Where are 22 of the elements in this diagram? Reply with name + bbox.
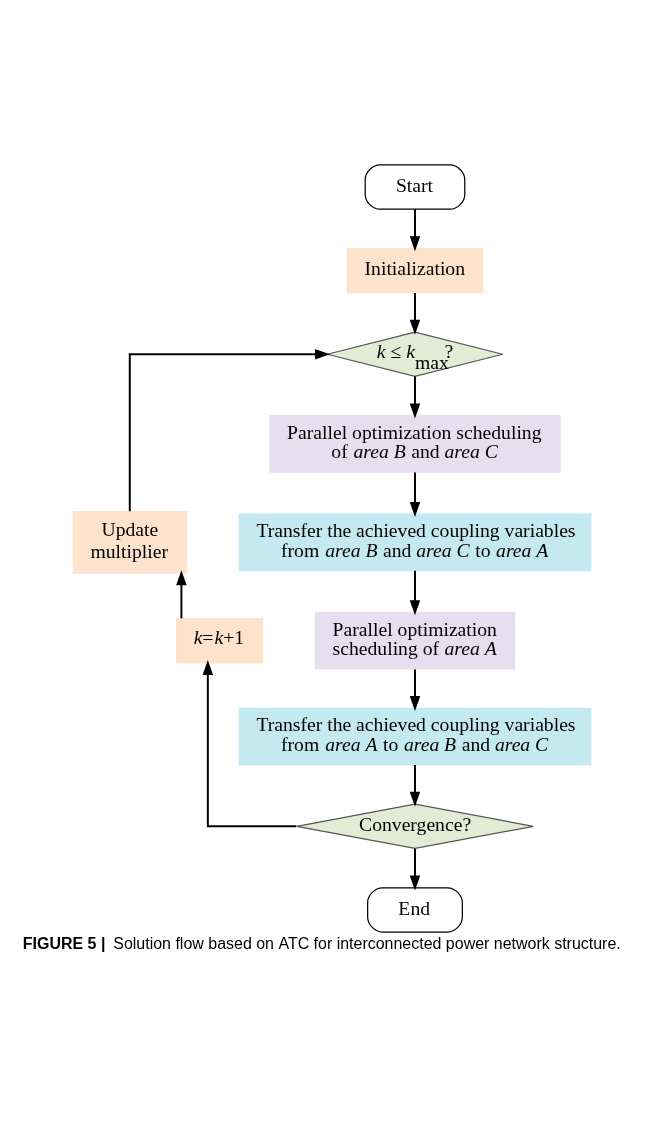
arrow (128, 349, 331, 513)
node-diamond: Convergence? (296, 803, 534, 850)
node-box: Start (364, 164, 466, 210)
arrow (409, 375, 421, 419)
node-box: End (367, 887, 463, 933)
caption: FIGURE 5 | Solution flow based on ATC for interconnected power network structure. (22, 934, 621, 952)
node-box: Parallel optimization scheduling of area B and area C (269, 415, 561, 473)
arrow (202, 660, 298, 828)
node-box: Transfer the achieved coupling variables from area A to area B and area C (238, 707, 592, 766)
arrow (409, 208, 421, 252)
arrow (409, 668, 421, 712)
node-box: Transfer the achieved coupling variables from area B and area C to area A (238, 513, 592, 572)
node-box: Parallel optimization scheduling of area A (314, 611, 516, 670)
node-box: Initialization (346, 247, 484, 294)
arrow (409, 764, 421, 807)
node-box: k=k+1 (175, 617, 264, 664)
arrow (409, 292, 421, 335)
arrow (409, 569, 421, 616)
arrow (409, 847, 421, 891)
node-box: Update multiplier (72, 511, 187, 574)
arrow (176, 570, 187, 620)
arrow (409, 471, 421, 517)
